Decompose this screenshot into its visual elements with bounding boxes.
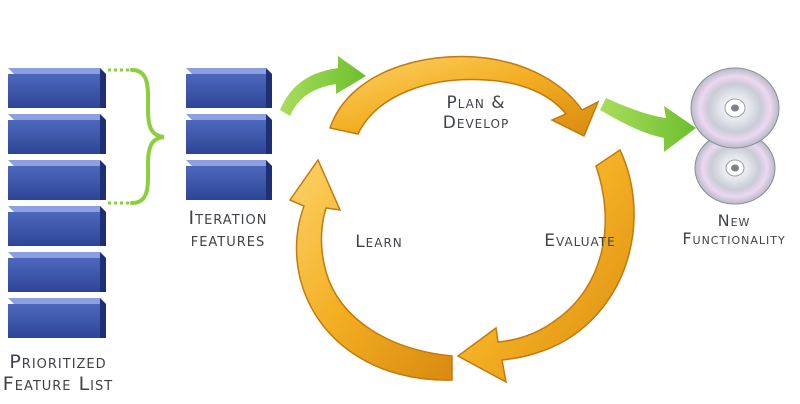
learn-label-text: Learn bbox=[355, 232, 403, 252]
feature-block bbox=[8, 68, 106, 108]
cycle-arrow-learn bbox=[288, 158, 453, 381]
plan-develop-label: Plan & Develop bbox=[416, 93, 536, 133]
curly-bracket-icon bbox=[108, 68, 165, 205]
new-functionality-label: New Functionality bbox=[668, 211, 800, 249]
plan-label-line1: Plan & bbox=[446, 93, 506, 113]
iteration-feature-stack bbox=[186, 68, 272, 200]
evaluate-label-text: Evaluate bbox=[544, 231, 616, 251]
green-arrow-to-cycle bbox=[280, 56, 366, 116]
iteration-label-line2: features bbox=[190, 228, 266, 251]
new-label-line2: Functionality bbox=[682, 229, 786, 249]
learn-label: Learn bbox=[340, 232, 418, 253]
new-label-line1: New bbox=[717, 211, 751, 230]
cycle-arrow-plan bbox=[329, 55, 600, 138]
green-arrow-to-product bbox=[600, 98, 696, 152]
iteration-label-line1: Iteration bbox=[188, 207, 268, 229]
feature-block bbox=[8, 298, 106, 338]
plan-label-line2: Develop bbox=[442, 112, 510, 133]
feature-block bbox=[186, 114, 272, 154]
feature-block bbox=[8, 160, 106, 200]
feature-block bbox=[8, 206, 106, 246]
feature-block bbox=[186, 68, 272, 108]
iteration-features-label: Iteration features bbox=[178, 207, 278, 252]
cycle-arrow-evaluate bbox=[456, 148, 635, 384]
evaluate-label: Evaluate bbox=[524, 231, 636, 252]
prioritized-label-line2: Feature List bbox=[2, 372, 114, 395]
feature-block bbox=[186, 160, 272, 200]
prioritized-label-line1: Prioritized bbox=[9, 351, 107, 373]
cd-dvd-disc-icon bbox=[690, 67, 780, 149]
prioritized-feature-list-label: Prioritized Feature List bbox=[0, 351, 116, 396]
prioritized-feature-stack bbox=[8, 68, 106, 338]
feature-block bbox=[8, 252, 106, 292]
feature-block bbox=[8, 114, 106, 154]
